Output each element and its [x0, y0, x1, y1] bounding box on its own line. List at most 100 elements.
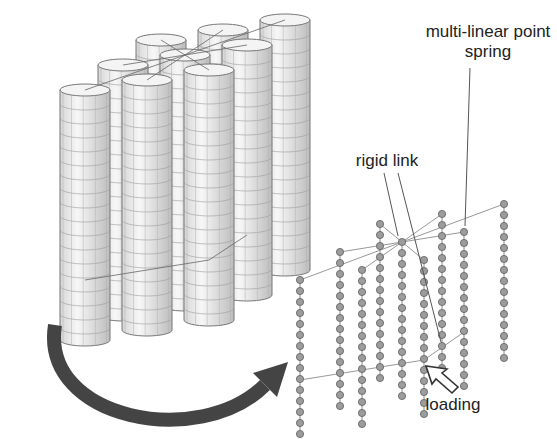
- callout-label: multi-linear point spring: [425, 22, 551, 61]
- cylinder-segment: [145, 86, 146, 336]
- point-spring: [376, 352, 383, 359]
- cylinder-band: [122, 150, 172, 156]
- cylinder-segment: [95, 95, 96, 345]
- point-spring: [296, 375, 303, 382]
- rigid-link: [85, 55, 185, 90]
- point-spring: [420, 289, 427, 296]
- point-spring: [398, 271, 405, 278]
- rigid-link: [340, 242, 402, 252]
- rigid-link: [147, 55, 185, 80]
- point-spring: [296, 287, 303, 294]
- point-spring: [500, 299, 507, 306]
- cylinder-band: [184, 238, 234, 244]
- cylinder-band: [60, 258, 110, 264]
- cylinder-segment: [207, 76, 208, 326]
- point-spring: [336, 292, 343, 299]
- cylinder-segment: [125, 83, 126, 333]
- callout-label: rigid link: [337, 151, 437, 171]
- cylinder-segment: [187, 73, 188, 323]
- point-spring: [336, 248, 343, 255]
- point-spring: [460, 316, 467, 323]
- cylinder-band: [60, 132, 110, 138]
- leader-line: [398, 173, 441, 342]
- point-spring: [336, 336, 343, 343]
- point-spring: [358, 332, 365, 339]
- callout-label: loading: [413, 395, 493, 415]
- cylinder-band: [60, 146, 110, 152]
- point-spring: [460, 360, 467, 367]
- cylinder-segment: [230, 73, 231, 323]
- point-spring: [296, 408, 303, 415]
- cylinder-band: [60, 328, 110, 334]
- point-spring: [420, 344, 427, 351]
- point-spring: [500, 321, 507, 328]
- cylinder-band: [60, 202, 110, 208]
- rigid-link: [185, 55, 209, 70]
- point-spring: [460, 371, 467, 378]
- point-spring: [398, 249, 405, 256]
- point-spring: [460, 305, 467, 312]
- cylinder-band: [184, 168, 234, 174]
- point-spring: [500, 255, 507, 262]
- point-spring: [420, 355, 427, 362]
- point-spring: [336, 281, 343, 288]
- cylinder-segment: [283, 26, 284, 276]
- cylinder-band: [60, 300, 110, 306]
- cylinder-band: [122, 234, 172, 240]
- cylinder-band: [60, 174, 110, 180]
- point-spring: [438, 353, 445, 360]
- cylinder-segment: [306, 23, 307, 273]
- point-spring: [336, 391, 343, 398]
- point-spring: [376, 330, 383, 337]
- cylinder-band: [184, 126, 234, 132]
- cylinder-band: [122, 318, 172, 324]
- point-spring: [500, 200, 507, 207]
- point-spring: [296, 276, 303, 283]
- point-spring: [296, 386, 303, 393]
- point-spring: [460, 338, 467, 345]
- point-spring: [336, 358, 343, 365]
- cylinder-band: [184, 280, 234, 286]
- cylinder-band: [184, 182, 234, 188]
- point-spring: [336, 270, 343, 277]
- point-spring: [296, 331, 303, 338]
- cylinder-band: [122, 290, 172, 296]
- point-spring: [420, 388, 427, 395]
- point-spring: [376, 253, 383, 260]
- rigid-link: [85, 235, 247, 280]
- curved-arrow-head: [253, 362, 288, 397]
- cylinder-band: [184, 266, 234, 272]
- point-spring: [500, 354, 507, 361]
- point-spring: [398, 392, 405, 399]
- spring-model: [296, 200, 507, 437]
- cylinder-segment: [195, 75, 196, 325]
- rigid-link: [402, 204, 504, 242]
- point-spring: [376, 341, 383, 348]
- point-spring: [500, 332, 507, 339]
- point-spring: [460, 283, 467, 290]
- cylinder-band: [60, 118, 110, 124]
- cylinder-band: [122, 304, 172, 310]
- point-spring: [420, 300, 427, 307]
- rigid-link: [402, 214, 442, 242]
- point-spring: [358, 365, 365, 372]
- cylinder-band: [60, 244, 110, 250]
- point-spring: [460, 327, 467, 334]
- point-spring: [460, 272, 467, 279]
- point-spring: [420, 311, 427, 318]
- point-spring: [500, 244, 507, 251]
- point-spring: [376, 275, 383, 282]
- rigid-link: [185, 30, 223, 55]
- cylinder-group: [60, 14, 310, 346]
- point-spring: [296, 342, 303, 349]
- cylinder-body: [184, 70, 234, 326]
- point-spring: [500, 288, 507, 295]
- point-spring: [358, 387, 365, 394]
- point-spring: [438, 309, 445, 316]
- point-spring: [460, 294, 467, 301]
- point-spring: [358, 288, 365, 295]
- point-spring: [358, 277, 365, 284]
- cylinder-band: [122, 108, 172, 114]
- point-spring: [500, 343, 507, 350]
